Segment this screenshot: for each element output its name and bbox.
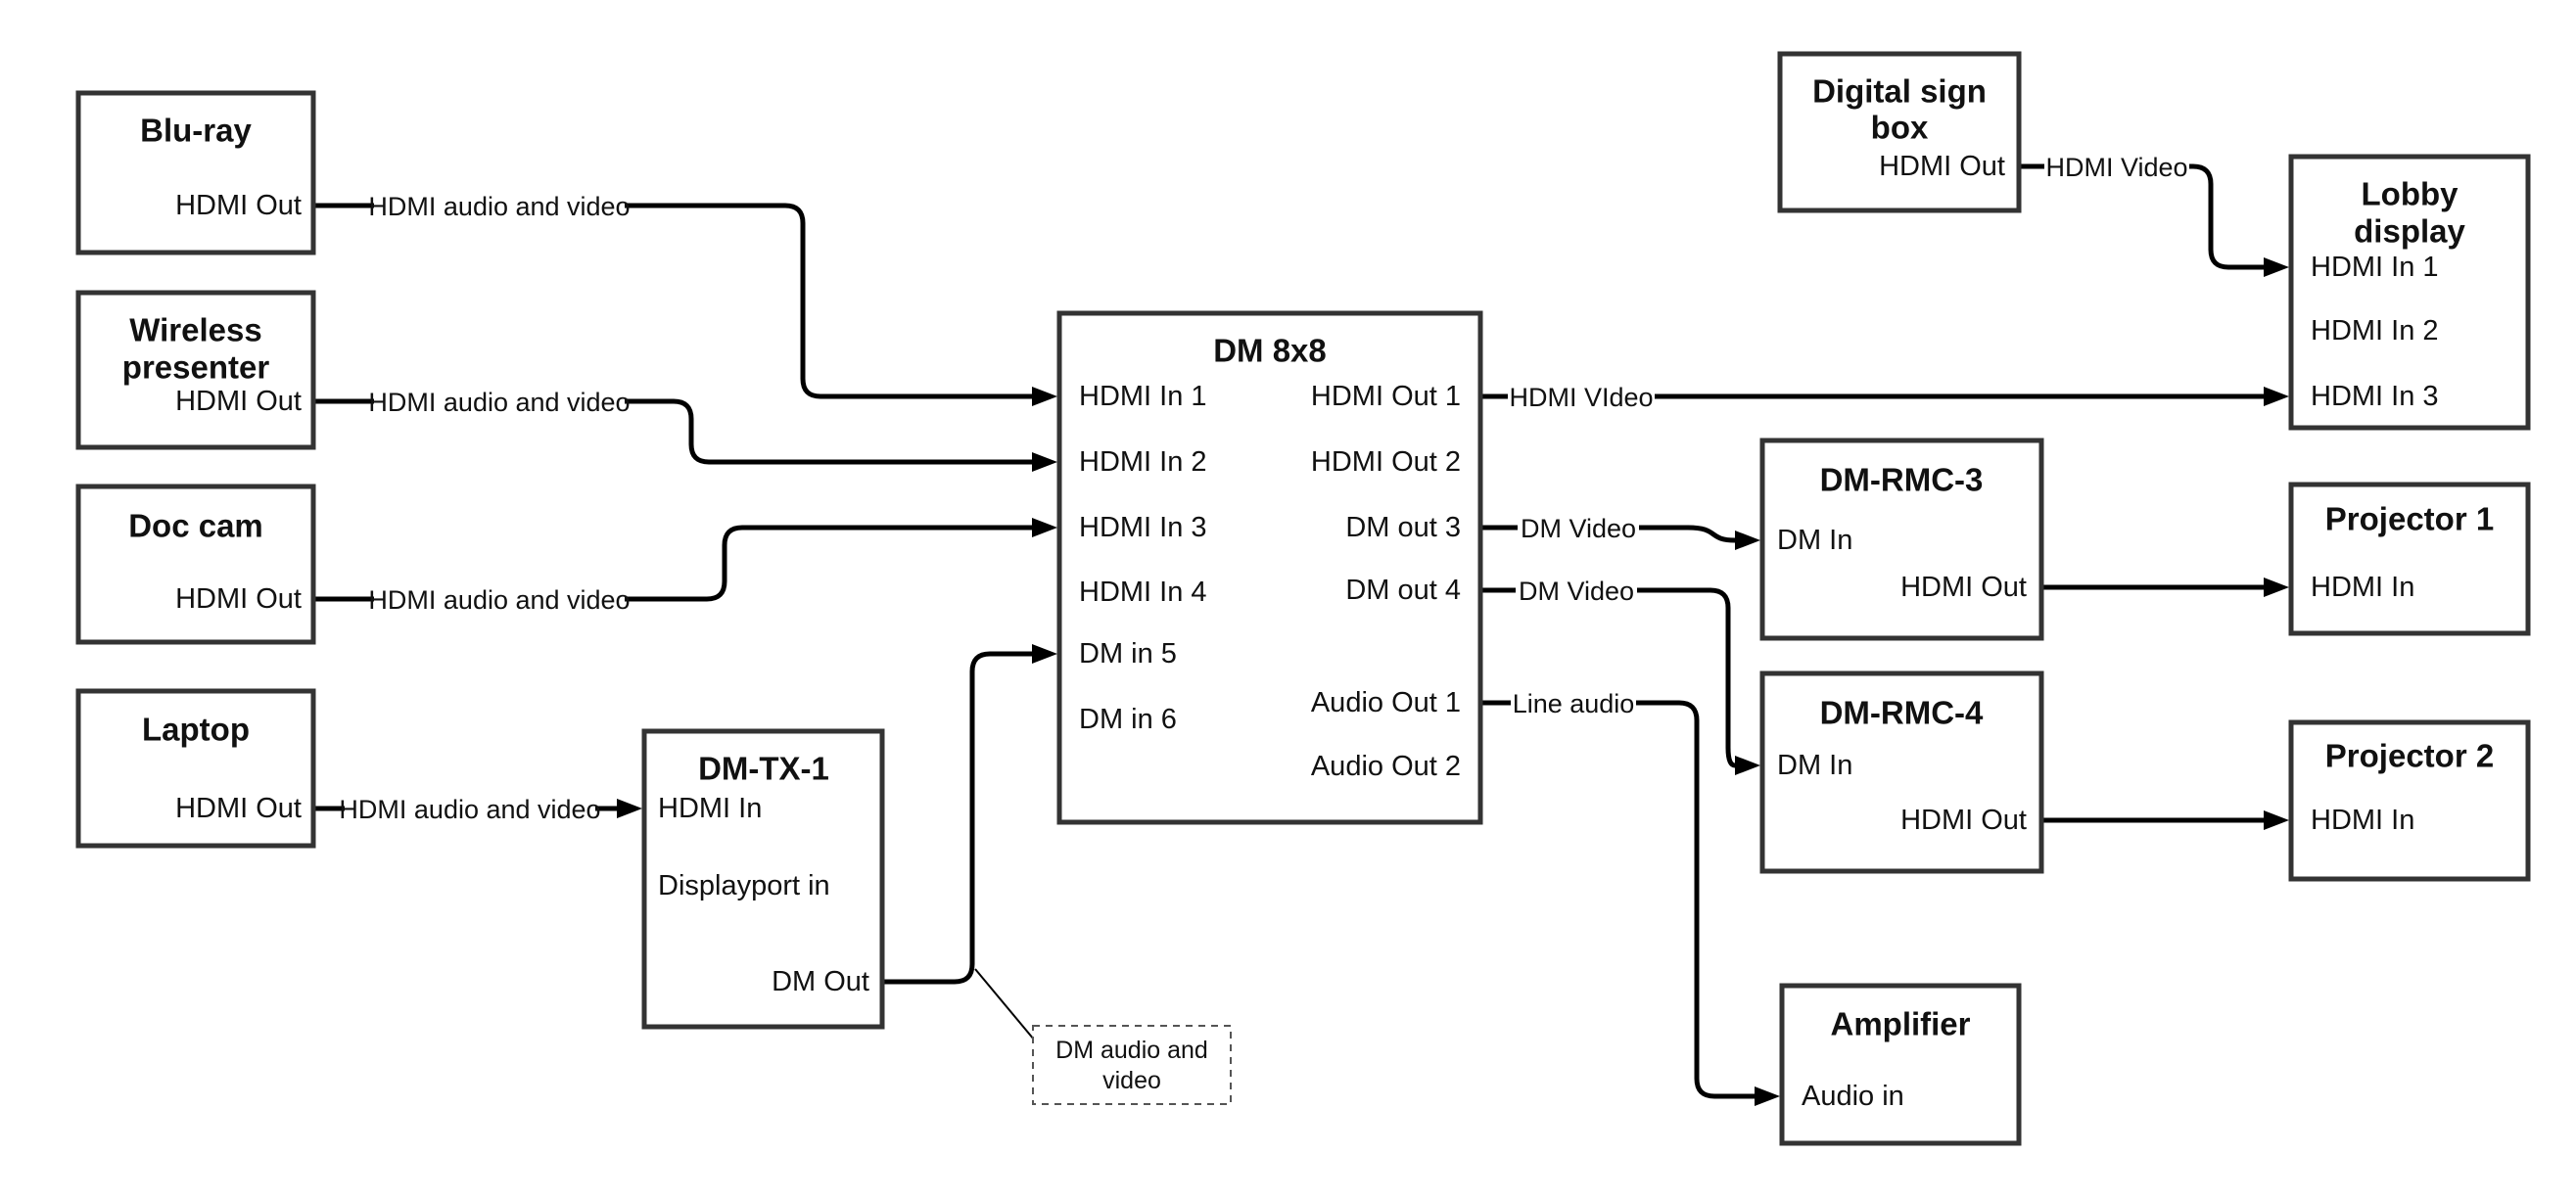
node-title: Projector 1: [2325, 501, 2494, 537]
port-hdmi-out: HDMI Out: [175, 793, 302, 824]
node-title: presenter: [122, 349, 270, 386]
node-projector-2: Projector 2 HDMI In: [2288, 719, 2531, 882]
edge-label-dm-video-out3: DM Video: [1518, 510, 1639, 545]
svg-text:HDMI Video: HDMI Video: [2045, 153, 2187, 182]
port-dm-in: DM In: [1777, 750, 1852, 781]
port-hdmi-in-1: HDMI In 1: [1079, 381, 1207, 412]
node-title: Lobby: [2362, 176, 2459, 212]
port-dm-out-4: DM out 4: [1345, 575, 1461, 606]
edge-digitalsign-to-lobby-hdmi-in-1: [2019, 163, 2289, 277]
node-title: DM-RMC-3: [1820, 462, 1984, 498]
port-audio-in: Audio in: [1802, 1081, 1904, 1112]
node-lobby-display: Lobby display HDMI In 1 HDMI In 2 HDMI I…: [2288, 154, 2531, 431]
node-dm-rmc-4: DM-RMC-4 DM In HDMI Out: [1759, 670, 2044, 874]
node-dm-8x8: DM 8x8 HDMI In 1 HDMI In 2 HDMI In 3 HDM…: [1056, 310, 1483, 825]
port-hdmi-out: HDMI Out: [175, 583, 302, 615]
node-title: Projector 2: [2325, 738, 2494, 774]
svg-text:DM Video: DM Video: [1521, 514, 1636, 543]
node-doc-cam: Doc cam HDMI Out: [75, 484, 316, 645]
port-hdmi-in: HDMI In: [2311, 805, 2414, 836]
edge-dm8x8-dm-out-3-to-dmrmc3: [1480, 525, 1760, 550]
port-audio-out-1: Audio Out 1: [1311, 687, 1461, 718]
node-projector-1: Projector 1 HDMI In: [2288, 482, 2531, 636]
node-title: DM-RMC-4: [1820, 695, 1984, 731]
note-dm-audio-and-video: DM audio and video: [1032, 1025, 1232, 1105]
port-dm-out: DM Out: [772, 966, 869, 997]
edge-label-hdmi-video-sign: HDMI Video: [2044, 149, 2189, 184]
port-hdmi-in-3: HDMI In 3: [1079, 512, 1207, 543]
port-hdmi-out: HDMI Out: [1900, 805, 2027, 836]
port-hdmi-out: HDMI Out: [1879, 151, 2005, 182]
port-dm-out-3: DM out 3: [1345, 512, 1461, 543]
port-audio-out-2: Audio Out 2: [1311, 751, 1461, 782]
edge-label-dm-video-out4: DM Video: [1516, 573, 1637, 608]
port-hdmi-in-1: HDMI In 1: [2311, 252, 2439, 283]
edge-doccam-to-dm8x8-hdmi-in-3: [313, 518, 1057, 602]
node-title: DM-TX-1: [698, 751, 829, 787]
node-dm-rmc-3: DM-RMC-3 DM In HDMI Out: [1759, 438, 2044, 641]
node-laptop: Laptop HDMI Out: [75, 688, 316, 849]
svg-text:HDMI VIdeo: HDMI VIdeo: [1509, 383, 1653, 412]
node-blu-ray: Blu-ray HDMI Out: [75, 90, 316, 255]
node-title: Blu-ray: [140, 113, 252, 149]
node-title: Wireless: [129, 312, 261, 348]
node-title: DM 8x8: [1213, 333, 1327, 369]
svg-text:DM Video: DM Video: [1519, 577, 1634, 606]
edge-label-wireless: HDMI audio and video: [368, 384, 631, 419]
node-dm-tx-1: DM-TX-1 HDMI In Displayport in DM Out: [641, 728, 885, 1030]
node-title: box: [1871, 110, 1929, 146]
edge-dm8x8-dm-out-4-to-dmrmc4: [1480, 587, 1760, 775]
svg-text:HDMI audio and video: HDMI audio and video: [368, 388, 630, 417]
port-hdmi-in: HDMI In: [658, 793, 762, 824]
node-title: Digital sign: [1812, 73, 1987, 110]
note-text-line2: video: [1102, 1067, 1161, 1094]
port-dm-in-6: DM in 6: [1079, 704, 1177, 735]
port-hdmi-in-4: HDMI In 4: [1079, 577, 1207, 608]
svg-text:Line audio: Line audio: [1513, 689, 1635, 718]
node-amplifier: Amplifier Audio in: [1779, 983, 2022, 1146]
edge-dm8x8-audio-out-1-to-amplifier: [1480, 700, 1780, 1106]
node-title: display: [2354, 213, 2465, 250]
port-hdmi-out: HDMI Out: [1900, 572, 2027, 603]
edge-label-bluray: HDMI audio and video: [368, 188, 631, 223]
edge-label-hdmi-video-out1: HDMI VIdeo: [1508, 379, 1655, 414]
port-hdmi-out: HDMI Out: [175, 190, 302, 221]
port-hdmi-out: HDMI Out: [175, 386, 302, 417]
port-hdmi-out-1: HDMI Out 1: [1311, 381, 1461, 412]
node-wireless-presenter: Wireless presenter HDMI Out: [75, 290, 316, 450]
edge-label-laptop: HDMI audio and video: [339, 791, 601, 826]
port-hdmi-in-2: HDMI In 2: [2311, 315, 2439, 346]
port-hdmi-in: HDMI In: [2311, 572, 2414, 603]
port-dm-in: DM In: [1777, 525, 1852, 556]
node-title: Laptop: [142, 712, 250, 748]
svg-text:HDMI audio and video: HDMI audio and video: [368, 585, 630, 615]
port-dm-in-5: DM in 5: [1079, 638, 1177, 670]
note-leader-line: [974, 968, 1035, 1040]
edge-dmtx1-to-dm8x8-dm-in-5: [882, 644, 1057, 985]
note-text-line1: DM audio and: [1055, 1037, 1208, 1064]
edge-label-doccam: HDMI audio and video: [368, 581, 631, 617]
port-hdmi-out-2: HDMI Out 2: [1311, 446, 1461, 478]
port-hdmi-in-2: HDMI In 2: [1079, 446, 1207, 478]
svg-text:HDMI audio and video: HDMI audio and video: [339, 795, 600, 824]
node-digital-sign-box: Digital sign box HDMI Out: [1777, 51, 2022, 213]
edge-bluray-to-dm8x8-hdmi-in-1: [313, 203, 1057, 406]
port-hdmi-in-3: HDMI In 3: [2311, 381, 2439, 412]
node-title: Doc cam: [128, 508, 263, 544]
edge-label-line-audio: Line audio: [1511, 685, 1636, 720]
edge-wireless-to-dm8x8-hdmi-in-2: [313, 398, 1057, 472]
svg-text:HDMI audio and video: HDMI audio and video: [368, 192, 630, 221]
port-displayport-in: Displayport in: [658, 870, 830, 901]
node-title: Amplifier: [1830, 1006, 1970, 1042]
